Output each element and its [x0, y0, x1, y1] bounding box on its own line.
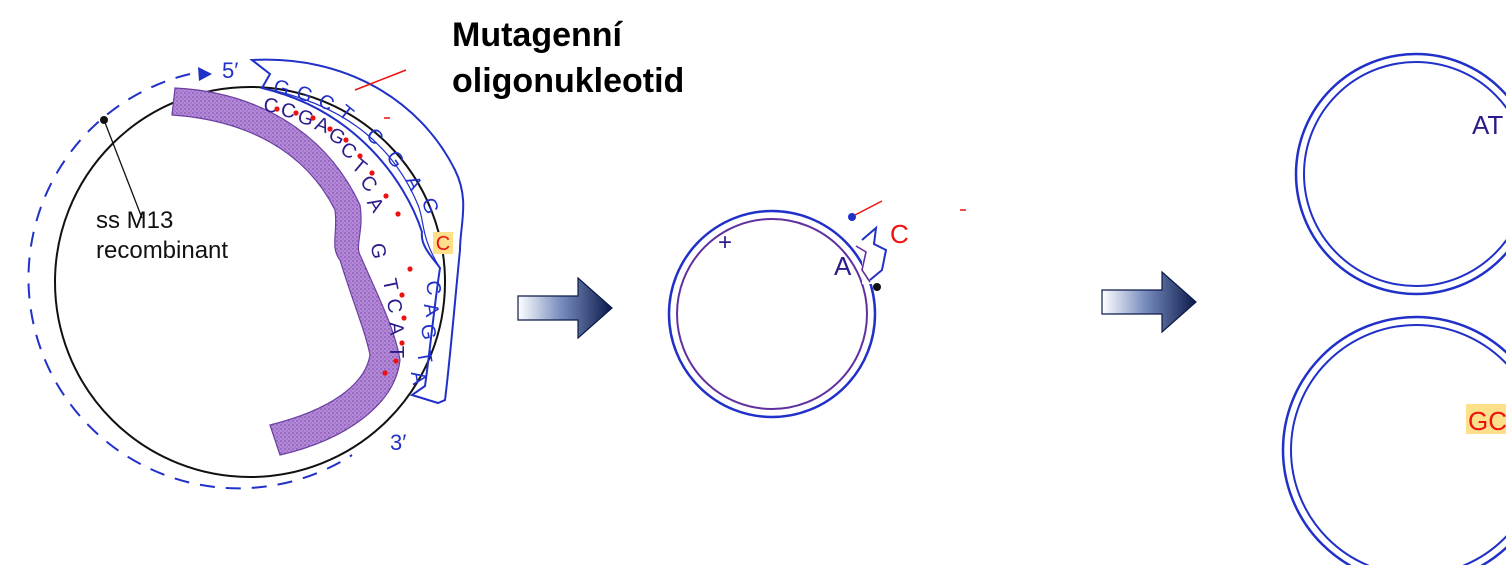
mismatch-highlight	[433, 232, 453, 254]
pair-dot	[357, 153, 363, 159]
pair-dot	[293, 110, 299, 116]
pair-dot	[327, 126, 333, 132]
process-arrow-2	[1101, 270, 1197, 334]
three-prime-label: 3′	[390, 430, 406, 455]
primer-start-dot	[848, 213, 856, 221]
primer-end-dot	[873, 283, 881, 291]
primer-base: G	[416, 322, 440, 341]
primer-base: A	[419, 301, 443, 319]
mutagenic-primer-strand	[249, 58, 465, 405]
template-label-line-2: recombinant	[96, 237, 228, 264]
pair-dot	[393, 358, 399, 364]
primer-base: T	[412, 349, 436, 365]
pair-dot	[382, 370, 388, 376]
template-base: G	[366, 241, 390, 260]
plus-strand-sign: +	[718, 229, 732, 256]
pair-dot	[369, 170, 375, 176]
five-prime-label: 5′	[222, 58, 238, 83]
pair-dot	[407, 266, 413, 272]
progeny-panel: AT GC	[1281, 52, 1506, 565]
mutant-base-c: C	[890, 219, 909, 249]
base-pair-dots	[274, 106, 413, 376]
primer-base: C	[361, 124, 387, 150]
heteroduplex-outer-strand	[667, 209, 877, 419]
template-highlight-band	[171, 87, 401, 456]
title-pointer-line	[354, 69, 407, 91]
template-base-a: A	[834, 251, 852, 281]
primer-mismatch-base: C	[436, 233, 450, 255]
process-arrow-1	[517, 276, 613, 340]
mutant-inner-circle	[1290, 324, 1506, 565]
wildtype-inner-circle	[1303, 61, 1506, 287]
template-base: C	[279, 99, 298, 124]
mismatch-bulge-inner	[855, 245, 871, 283]
template-label-line-1: ss M13	[96, 207, 173, 234]
heteroduplex-inner-strand	[676, 218, 868, 410]
pair-dot	[274, 106, 280, 112]
primer-base: G	[381, 147, 408, 172]
primer-base: G	[271, 76, 292, 101]
pair-dot	[399, 292, 405, 298]
pair-dot	[401, 315, 407, 321]
template-base: C	[262, 94, 279, 118]
primer-base: C	[421, 279, 445, 297]
title-line-1: Mutagenní	[452, 16, 622, 54]
pair-dot	[399, 340, 405, 346]
heteroduplex-panel: + A C	[667, 200, 966, 419]
primer-base: A	[406, 369, 430, 387]
template-label-dot	[100, 116, 108, 124]
title-line-2: oligonukleotid	[452, 62, 685, 100]
template-label-leader	[103, 119, 143, 219]
template-base: A	[385, 321, 408, 337]
mutant-highlight	[1466, 404, 1506, 434]
template-base: T	[378, 276, 402, 293]
mismatch-bulge-outer	[861, 225, 888, 281]
template-strand-circle	[54, 86, 446, 478]
synthesis-arrowhead	[198, 67, 212, 81]
wildtype-outer-circle	[1294, 52, 1506, 296]
pair-dot	[310, 115, 316, 121]
mutant-outer-circle	[1281, 315, 1506, 565]
pair-dot	[343, 137, 349, 143]
template-base: T	[385, 346, 407, 358]
primer-base: G	[417, 195, 443, 217]
dashed-synthesis-arc	[27, 73, 353, 490]
diagram-title: Mutagenní oligonukleotid	[452, 12, 684, 104]
template-base: C	[382, 297, 406, 315]
pair-dot	[383, 193, 389, 199]
mutation-pointer-line	[854, 200, 883, 216]
primer-inner-line	[261, 87, 441, 269]
template-base: G	[295, 106, 316, 131]
mutant-base-pair: GC	[1468, 406, 1506, 436]
pair-dot	[395, 211, 401, 217]
wildtype-base-pair: AT	[1472, 110, 1503, 140]
